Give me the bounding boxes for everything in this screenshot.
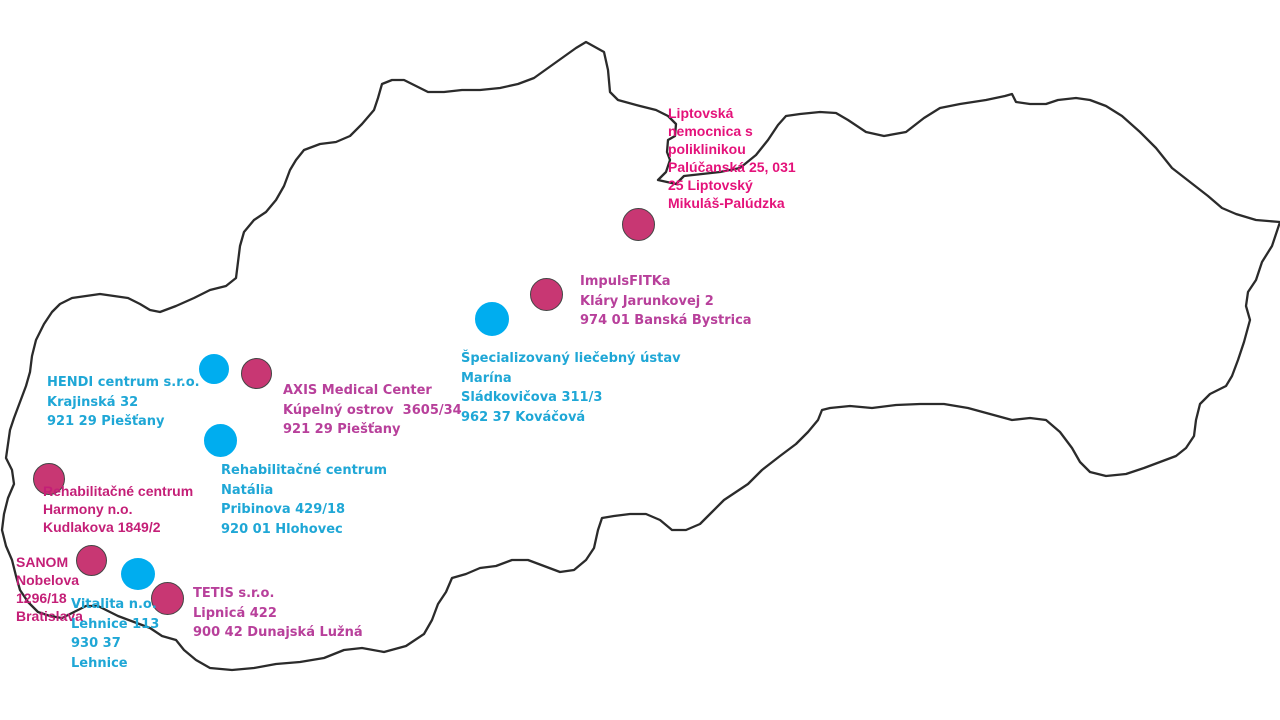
label-line: Liptovská xyxy=(668,105,734,121)
marker-harmony[interactable] xyxy=(33,463,65,495)
label-line: poliklinikou xyxy=(668,141,746,157)
label-line: 25 Liptovský xyxy=(668,177,753,193)
marker-hendi[interactable] xyxy=(199,354,229,384)
label-line: nemocnica s xyxy=(668,123,753,139)
marker-vitalita[interactable] xyxy=(121,558,155,590)
label-line: SANOM xyxy=(16,554,69,570)
label-line: Sládkovičova 311/3 xyxy=(461,390,603,405)
label-line: Rehabilitačné centrum xyxy=(221,463,388,478)
label-impuls: ImpulsFITKa Kláry Jarunkovej 2 974 01 Ba… xyxy=(580,272,752,331)
label-line: 930 37 xyxy=(71,636,121,651)
label-line: Marína xyxy=(461,370,512,386)
label-tetis: TETIS s.r.o. Lipnicá 422 900 42 Dunajská… xyxy=(193,584,363,643)
label-line: HENDI centrum s.r.o. xyxy=(47,375,200,390)
label-line: Bratislava xyxy=(16,608,83,624)
label-line: Lipnicá 422 xyxy=(193,605,277,621)
marker-marina[interactable] xyxy=(475,302,509,336)
label-sanom: SANOM Nobelova 1296/18 Bratislava xyxy=(16,553,83,625)
label-marina: Špecializovaný liečebný ústav Marína Slá… xyxy=(461,349,681,427)
label-hendi: HENDI centrum s.r.o. Krajinská 32 921 29… xyxy=(47,373,200,432)
marker-impuls[interactable] xyxy=(530,278,563,311)
marker-axis[interactable] xyxy=(241,358,272,389)
label-natalia: Rehabilitačné centrum Natália Pribinova … xyxy=(221,461,387,539)
label-line: ImpulsFITKa xyxy=(580,274,671,289)
label-line: 1296/18 xyxy=(16,590,67,606)
label-line: Krajinská 32 xyxy=(47,394,139,410)
label-line: Lehnice xyxy=(71,655,128,671)
label-line: Kláry Jarunkovej 2 xyxy=(580,293,714,309)
label-line: 962 37 Kováčová xyxy=(461,409,586,425)
label-axis: AXIS Medical Center Kúpelný ostrov 3605/… xyxy=(283,381,462,440)
marker-tetis[interactable] xyxy=(151,582,184,615)
label-line: Nobelova xyxy=(16,572,80,588)
label-line: TETIS s.r.o. xyxy=(193,586,275,601)
label-vitalita: Vitalita n.o. Lehnice 113 930 37 Lehnice xyxy=(71,595,159,673)
marker-sanom[interactable] xyxy=(76,545,107,576)
label-line: 900 42 Dunajská Lužná xyxy=(193,625,363,640)
label-line: 921 29 Piešťany xyxy=(47,414,165,429)
marker-liptovska[interactable] xyxy=(622,208,655,241)
label-line: AXIS Medical Center xyxy=(283,383,432,398)
label-line: Lehnice 113 xyxy=(71,616,160,632)
label-line: Kudlakova 1849/2 xyxy=(43,519,161,535)
label-line: Mikuláš-Palúdzka xyxy=(668,195,785,211)
label-line: Rehabilitačné centrum xyxy=(43,483,194,499)
label-line: Palúčanská 25, 031 xyxy=(668,159,796,175)
label-line: Kúpelný ostrov 3605/34 xyxy=(283,402,462,418)
label-line: 974 01 Banská Bystrica xyxy=(580,313,752,328)
marker-natalia[interactable] xyxy=(204,424,237,457)
label-line: 920 01 Hlohovec xyxy=(221,521,343,537)
label-line: Pribinova 429/18 xyxy=(221,502,346,517)
label-line: Harmony n.o. xyxy=(43,501,133,517)
label-line: Špecializovaný liečebný ústav xyxy=(461,351,681,366)
label-line: Natália xyxy=(221,482,274,498)
label-line: 921 29 Piešťany xyxy=(283,422,401,437)
label-harmony: Rehabilitačné centrum Harmony n.o. Kudla… xyxy=(43,482,193,536)
label-line: Vitalita n.o. xyxy=(71,597,157,612)
label-liptovska: Liptovská nemocnica s poliklinikou Palúč… xyxy=(668,104,796,212)
slovakia-border xyxy=(0,40,1280,672)
